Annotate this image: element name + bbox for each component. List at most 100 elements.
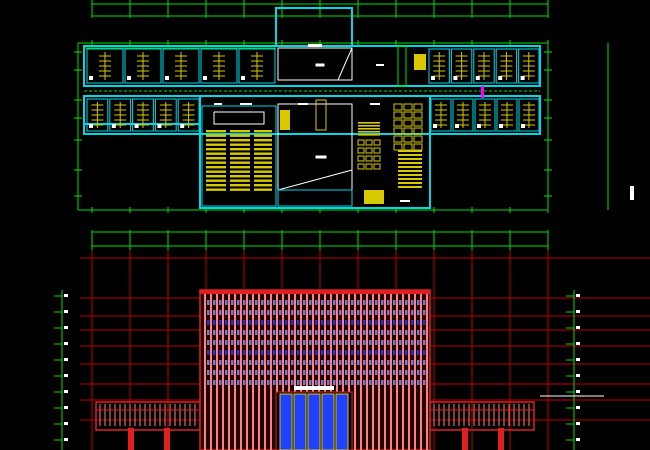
facade-window [333, 380, 336, 385]
seat-row [254, 170, 272, 173]
facade-window [249, 330, 252, 335]
facade-fin [282, 292, 284, 450]
table [413, 119, 423, 127]
facade-window [411, 330, 414, 335]
facade-window [273, 360, 276, 365]
facade-window [411, 380, 414, 385]
facade-fin [360, 292, 362, 450]
facade-window [327, 370, 330, 375]
facade-window [339, 360, 342, 365]
facade-window [333, 330, 336, 335]
facade-window [213, 320, 216, 325]
level-label-mark [64, 326, 68, 329]
level-label-mark [64, 406, 68, 409]
bench [398, 170, 422, 172]
facade-fin [324, 292, 326, 450]
facade-window [399, 330, 402, 335]
facade-fin [222, 292, 224, 450]
classroom [177, 98, 200, 132]
facade-window [405, 380, 408, 385]
door-mark [89, 124, 93, 128]
facade-window [399, 340, 402, 345]
facade-window [321, 380, 324, 385]
level-label-mark [576, 326, 580, 329]
facade-window [417, 380, 420, 385]
facade-window [219, 330, 222, 335]
door-mark [134, 124, 139, 128]
door-mark [89, 76, 93, 80]
seat-row [230, 157, 250, 160]
table [393, 111, 403, 119]
seat-row [230, 166, 250, 169]
facade-window [225, 300, 228, 305]
facade-window [417, 320, 420, 325]
facade-window [261, 330, 264, 335]
facade-window [285, 370, 288, 375]
facade-window [225, 370, 228, 375]
facade-fin [366, 292, 368, 450]
facade-window [321, 320, 324, 325]
facade-window [291, 370, 294, 375]
facade-window [339, 320, 342, 325]
facade-window [249, 320, 252, 325]
seat-row [230, 143, 250, 146]
facade-window [207, 350, 210, 355]
facade-window [267, 370, 270, 375]
seat-row [230, 184, 250, 187]
facade-window [219, 350, 222, 355]
facade-window [327, 320, 330, 325]
table [373, 147, 381, 154]
facade-window [219, 300, 222, 305]
facade-window [351, 360, 354, 365]
facade-window [261, 350, 264, 355]
facade-window [249, 310, 252, 315]
door-mark [475, 76, 480, 80]
facade-window [405, 340, 408, 345]
facade-window [393, 310, 396, 315]
facade-window [291, 340, 294, 345]
facade-window [243, 320, 246, 325]
facade-window [333, 350, 336, 355]
facade-window [207, 330, 210, 335]
facade-fin [390, 292, 392, 450]
facade-window [243, 300, 246, 305]
facade-window [387, 330, 390, 335]
facade-window [237, 350, 240, 355]
facade-window [357, 300, 360, 305]
facade-window [255, 350, 258, 355]
classroom [452, 98, 474, 132]
seat-row [206, 170, 226, 173]
entrance-glass-panel [321, 393, 335, 450]
facade-window [297, 360, 300, 365]
door-mark [499, 124, 503, 128]
facade-window [279, 300, 282, 305]
seat-row [206, 139, 226, 142]
facade-fin [288, 292, 290, 450]
facade-window [345, 340, 348, 345]
facade-window [375, 320, 378, 325]
facade-window [327, 330, 330, 335]
seat-row [206, 157, 226, 160]
facade-window [309, 380, 312, 385]
facade-window [255, 320, 258, 325]
facade-window [345, 320, 348, 325]
door-mark [521, 124, 525, 128]
facade-window [417, 310, 420, 315]
facade-window [387, 320, 390, 325]
table [403, 119, 413, 127]
facade-window [249, 350, 252, 355]
front-elevation [95, 289, 535, 450]
seat-row [254, 139, 272, 142]
classroom [109, 98, 132, 132]
facade-window [219, 370, 222, 375]
facade-window [309, 370, 312, 375]
classroom [162, 48, 200, 84]
facade-window [231, 370, 234, 375]
facade-window [369, 340, 372, 345]
facade-window [339, 340, 342, 345]
table [413, 135, 423, 143]
facade-window [243, 380, 246, 385]
facade-window [363, 380, 366, 385]
seat-row [230, 179, 250, 182]
facade-fin [228, 292, 230, 450]
